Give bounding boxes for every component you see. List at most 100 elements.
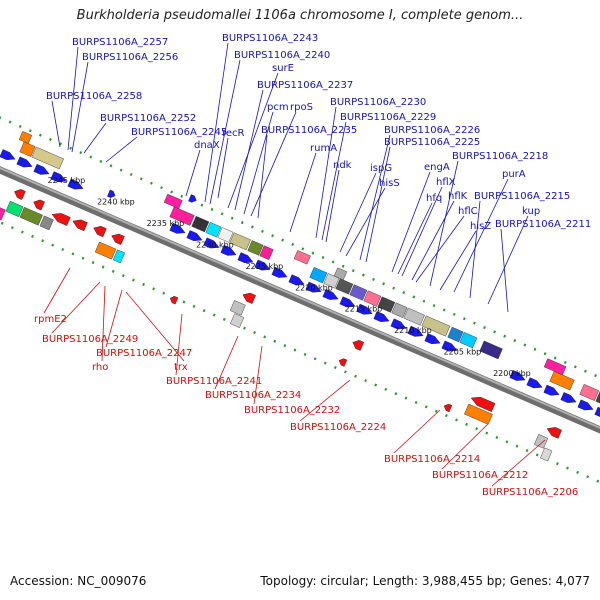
reverse-gene-box-shape	[464, 403, 493, 425]
reverse-strand-track	[0, 220, 600, 484]
reverse-gene-box-shape	[19, 206, 43, 226]
forward-gene-box-shape	[363, 290, 382, 307]
reverse-gene-arrow-shape	[72, 219, 88, 232]
forward-label-leader	[315, 106, 337, 239]
forward-gene-arrow-shape	[356, 303, 373, 315]
forward-gene-arrow-shape	[424, 333, 441, 345]
forward-label-leader	[411, 200, 455, 281]
reverse-gene-arrow	[93, 226, 107, 238]
forward-gene-box	[259, 245, 274, 261]
forward-gene-label: hflK	[448, 191, 468, 202]
reverse-gene-arrow	[14, 189, 26, 200]
kbp-tick-label: 2205 kbp	[444, 348, 482, 357]
reverse-gene-arrow-shape	[14, 189, 26, 200]
forward-label-leader	[321, 121, 347, 241]
reverse-label-leader	[175, 313, 183, 376]
forward-gene-box	[229, 232, 251, 251]
forward-gene-arrow	[390, 318, 407, 330]
forward-label-leader	[71, 61, 89, 153]
forward-label-leader	[469, 200, 481, 299]
forward-gene-box	[18, 131, 33, 144]
forward-gene-arrow	[220, 244, 237, 256]
forward-gene-arrow-shape	[594, 406, 600, 418]
reverse-gene-box	[94, 241, 117, 260]
reverse-gene-box	[464, 403, 493, 425]
forward-gene-label: surE	[272, 63, 294, 74]
reverse-gene-arrow	[443, 403, 453, 413]
forward-gene-label: BURPS1106A_2252	[100, 113, 196, 124]
forward-gene-box-shape	[323, 273, 340, 289]
forward-gene-box	[543, 358, 567, 376]
map-tracks	[0, 116, 600, 484]
forward-label-leader	[359, 134, 391, 261]
forward-label-leader	[415, 215, 465, 283]
forward-gene-box	[579, 383, 600, 401]
forward-gene-box	[421, 315, 451, 337]
kbp-tick-label: 2230 kbp	[196, 240, 234, 249]
forward-gene-arrow	[407, 325, 424, 337]
forward-label-leader	[439, 230, 477, 291]
forward-gene-arrow	[594, 406, 600, 418]
forward-gene-arrow	[373, 311, 390, 322]
forward-gene-arrow	[305, 281, 322, 293]
reverse-gene-arrow-shape	[470, 396, 496, 412]
reverse-gene-arrow-shape	[111, 233, 125, 245]
forward-gene-label: rpoS	[290, 102, 313, 113]
forward-gene-arrow-shape	[305, 281, 322, 293]
forward-gene-label: BURPS1106A_2237	[257, 80, 353, 91]
forward-gene-arrow-shape	[50, 171, 67, 183]
reverse-gene-box-shape	[230, 313, 245, 328]
forward-gene-box	[403, 307, 425, 326]
reverse-gene-arrow	[242, 292, 256, 304]
forward-gene-box	[333, 267, 348, 281]
reverse-label-leader	[253, 345, 263, 405]
forward-gene-arrow-shape	[441, 340, 458, 352]
forward-gene-arrow	[33, 163, 50, 175]
forward-gene-arrow-shape	[237, 252, 254, 264]
forward-gene-label: kup	[522, 206, 540, 217]
forward-gene-label: hflX	[436, 177, 456, 188]
reverse-label-leader	[393, 409, 441, 454]
reverse-gene-label: BURPS1106A_2241	[166, 376, 262, 387]
reverse-gene-box	[39, 215, 54, 231]
forward-gene-box	[247, 240, 264, 256]
forward-label-leader	[204, 42, 229, 203]
forward-gene-box	[217, 227, 234, 243]
forward-gene-box-shape	[191, 215, 210, 233]
forward-gene-label: purA	[502, 169, 526, 180]
forward-label-leader	[227, 72, 279, 209]
reverse-gene-box	[112, 249, 126, 264]
forward-label-leader	[391, 171, 431, 273]
reverse-gene-arrow-shape	[93, 226, 107, 238]
reverse-label-leader	[105, 289, 123, 348]
forward-gene-arrow	[107, 189, 116, 198]
forward-gene-arrow-shape	[509, 370, 526, 381]
forward-gene-box	[169, 206, 195, 226]
forward-gene-arrow-shape	[107, 189, 116, 198]
forward-label-leader	[234, 89, 264, 211]
reverse-gene-arrow-shape	[242, 292, 256, 304]
reverse-gene-arrow	[51, 213, 71, 226]
reverse-gene-arrow-shape	[443, 403, 453, 413]
forward-gene-arrow-shape	[577, 399, 594, 411]
reverse-gene-label: BURPS1106A_2232	[244, 405, 340, 416]
backbone-highlight	[0, 166, 600, 429]
forward-gene-box-shape	[19, 141, 36, 157]
forward-label-leader	[257, 134, 268, 219]
forward-label-leader	[487, 215, 529, 305]
forward-gene-box-shape	[293, 250, 311, 265]
forward-gene-box	[191, 215, 210, 233]
reverse-label-leader	[299, 379, 351, 422]
forward-gene-arrow	[322, 289, 339, 300]
forward-gene-box-shape	[18, 131, 33, 144]
forward-gene-arrow-shape	[67, 178, 84, 190]
forward-gene-box	[549, 370, 575, 391]
reverse-label-leader	[214, 335, 239, 390]
forward-label-leader	[217, 137, 229, 199]
forward-gene-label: hflC	[458, 206, 478, 217]
forward-gene-arrow-shape	[322, 289, 339, 300]
forward-gene-box-shape	[205, 222, 222, 238]
forward-gene-box-shape	[335, 278, 354, 295]
